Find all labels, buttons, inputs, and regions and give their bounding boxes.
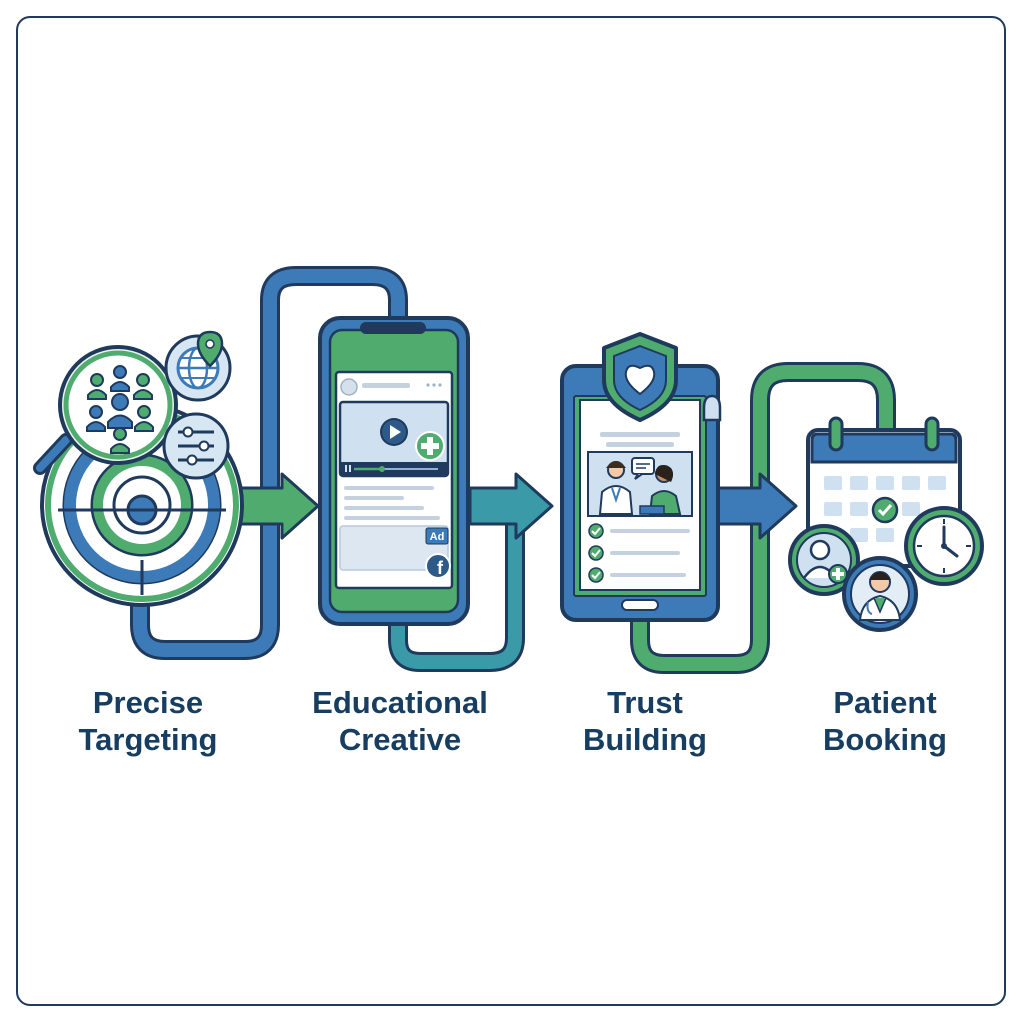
svg-text:f: f [437, 558, 444, 578]
arrow-2 [468, 472, 554, 540]
connector-paths [130, 266, 896, 674]
location-pin-icon [196, 330, 224, 368]
step-label-line: Building [583, 722, 707, 757]
checkmark-icon [588, 545, 604, 561]
step-label-line: Booking [823, 722, 947, 757]
step-label-line: Patient [833, 685, 937, 720]
doctor-patient-icon [587, 451, 693, 517]
plus-icon [415, 431, 445, 461]
sliders-icon [162, 412, 230, 480]
step-label-trust-building: Trust Building [540, 684, 750, 758]
step-label-line: Precise [92, 685, 204, 720]
step-label-educational-creative: Educational Creative [285, 684, 515, 758]
step-label-line: Educational [312, 685, 488, 720]
arrow-1 [236, 472, 320, 540]
step-label-patient-booking: Patient Booking [785, 684, 985, 758]
step-4-illustration [788, 416, 984, 632]
step-label-precise-targeting: Precise Targeting [48, 684, 248, 758]
checkmark-icon [588, 523, 604, 539]
magnifier-icon [33, 345, 178, 475]
play-icon [380, 418, 408, 446]
step-3-illustration [560, 332, 722, 622]
arrow-3 [712, 472, 798, 540]
checklist [588, 523, 690, 583]
clock-icon [904, 506, 984, 586]
step-label-line: Creative [338, 722, 462, 757]
audience-icon [86, 365, 154, 454]
step-2-illustration: Ad f [318, 316, 470, 626]
step-label-line: Trust [607, 685, 683, 720]
step-label-line: Targeting [78, 722, 218, 757]
post-text-lines [344, 486, 440, 520]
checkmark-icon [588, 567, 604, 583]
smartphone-icon [318, 316, 470, 626]
shield-heart-icon [602, 332, 678, 422]
checkmark-icon [871, 496, 899, 524]
doctor-avatar-icon [842, 556, 918, 632]
ad-badge-text: Ad [430, 531, 445, 543]
step-1-illustration [33, 330, 244, 607]
ad-badge [425, 527, 449, 545]
facebook-icon: f [425, 553, 451, 579]
add-user-icon [788, 524, 860, 596]
